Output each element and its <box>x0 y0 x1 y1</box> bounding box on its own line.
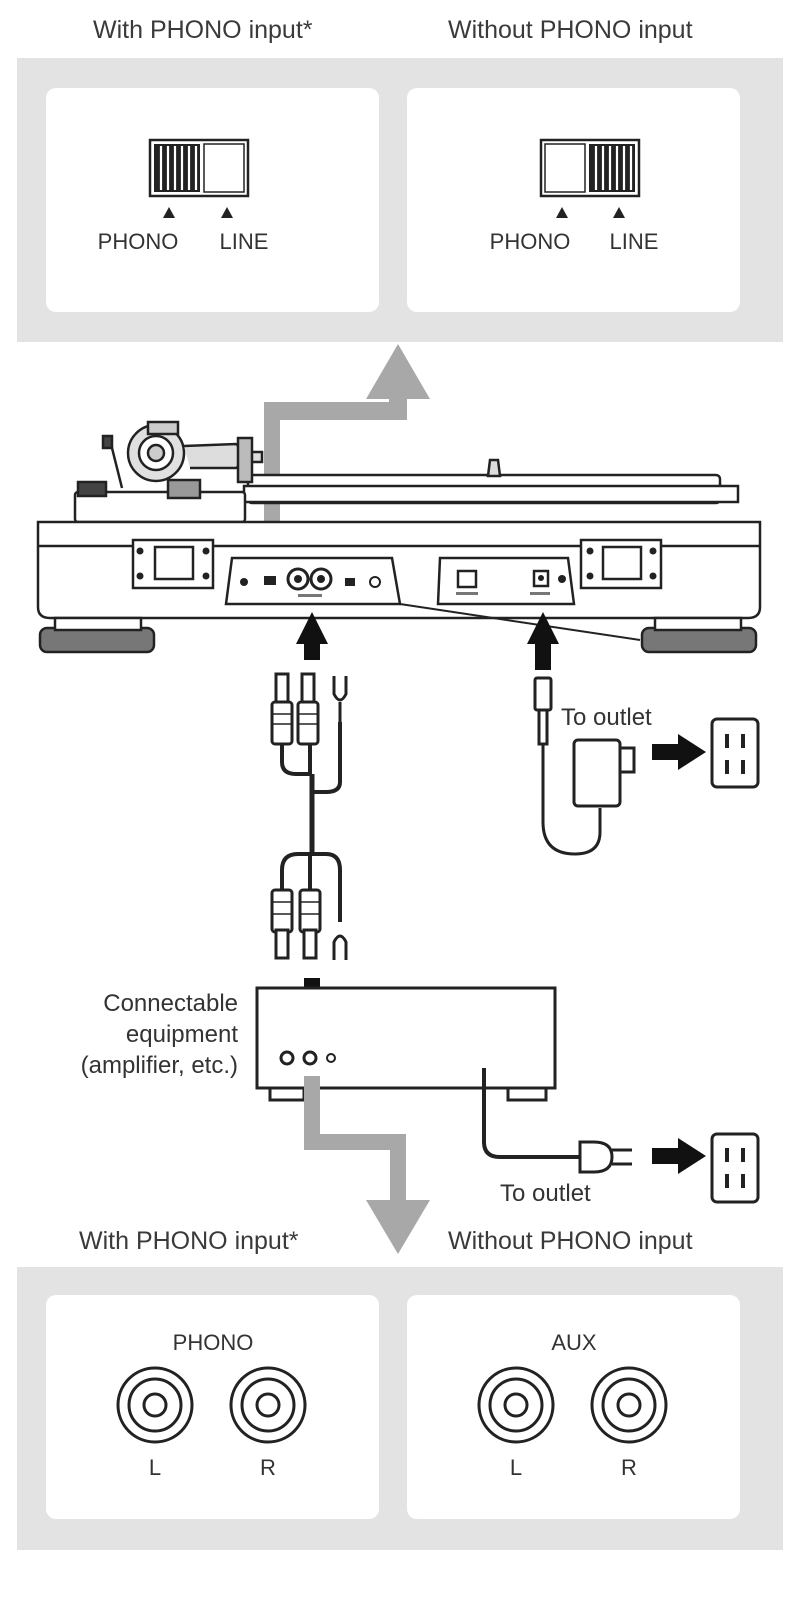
bottom-right-heading: Without PHONO input <box>448 1227 693 1255</box>
phono-jack-right-label: R <box>260 1455 276 1480</box>
line-switch-card <box>407 88 740 312</box>
switch-line-label: LINE <box>609 229 659 254</box>
rca-jack-icon <box>477 1366 555 1444</box>
jack-graphics <box>116 1366 668 1444</box>
signal-arrow-icon <box>304 1076 430 1254</box>
slide-switch-icon <box>148 138 250 198</box>
turntable-icon <box>36 420 762 654</box>
phono-panel-title: PHONO <box>172 1330 254 1355</box>
wall-outlet-icon <box>710 1132 760 1204</box>
switch-phono-label: PHONO <box>97 229 179 254</box>
ac-adapter-icon <box>533 676 636 856</box>
phono-jack-left-label: L <box>148 1455 162 1480</box>
bottom-input-band <box>17 1267 783 1550</box>
aux-jack-left-label: L <box>509 1455 523 1480</box>
equipment-outlet-label: To outlet <box>500 1180 591 1207</box>
phono-input-card <box>46 1295 379 1519</box>
phono-switch-card <box>46 88 379 312</box>
aux-jack-right-label: R <box>621 1455 637 1480</box>
phono-pointer-icon <box>163 207 175 218</box>
top-switch-band <box>17 58 783 342</box>
connection-arrow-icon <box>296 612 559 670</box>
turntable-outlet-label: To outlet <box>561 704 652 731</box>
connection-arrow-icon <box>652 734 706 770</box>
rca-jack-icon <box>116 1366 194 1444</box>
connection-arrow-icon <box>652 1138 706 1174</box>
slide-switch-icon <box>539 138 641 198</box>
aux-panel-title: AUX <box>551 1330 597 1355</box>
amplifier-icon <box>255 986 632 1174</box>
rca-jack-icon <box>590 1366 668 1444</box>
switch-phono-label: PHONO <box>489 229 571 254</box>
connection-diagram <box>36 344 762 1254</box>
equipment-label-line1: Connectable <box>103 990 238 1017</box>
top-left-heading: With PHONO input* <box>93 16 313 44</box>
line-pointer-icon <box>613 207 625 218</box>
aux-input-card <box>407 1295 740 1519</box>
top-right-heading: Without PHONO input <box>448 16 693 44</box>
switch-graphics <box>148 138 641 218</box>
rca-cable-icon <box>270 672 348 960</box>
bottom-left-heading: With PHONO input* <box>79 1227 299 1255</box>
phono-pointer-icon <box>556 207 568 218</box>
switch-line-label: LINE <box>219 229 269 254</box>
equipment-label-line3: (amplifier, etc.) <box>80 1052 238 1079</box>
line-pointer-icon <box>221 207 233 218</box>
equipment-label-line2: equipment <box>125 1021 238 1048</box>
rca-jack-icon <box>229 1366 307 1444</box>
turntable-rear-panel <box>136 547 657 597</box>
wall-outlet-icon <box>710 717 760 789</box>
